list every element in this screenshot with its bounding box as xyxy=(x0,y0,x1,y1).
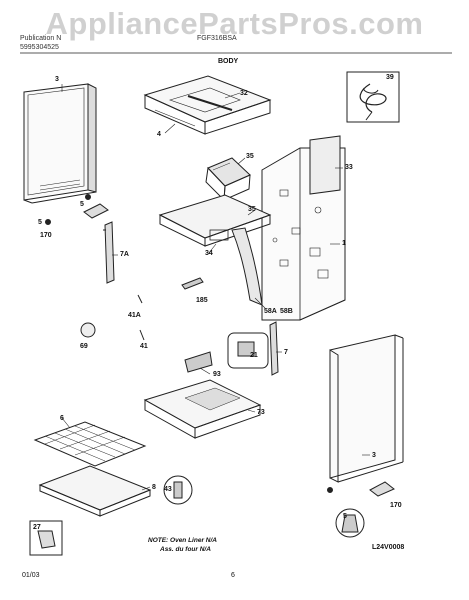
callout-5-upper: 5 xyxy=(80,201,84,208)
callout-58a: 58A xyxy=(264,308,277,315)
callout-185: 185 xyxy=(196,297,208,304)
callout-32: 32 xyxy=(240,90,248,97)
callout-170-top: 170 xyxy=(40,232,52,239)
part-41 xyxy=(137,294,145,341)
callout-6: 6 xyxy=(60,415,64,422)
callout-93: 93 xyxy=(213,371,221,378)
note-line-2: Ass. du four N/A xyxy=(160,546,211,553)
callout-39: 39 xyxy=(386,74,394,81)
part-21 xyxy=(227,332,269,369)
part-bracket-170-bottom xyxy=(327,481,395,538)
drawing-code: L24V0008 xyxy=(372,544,405,551)
part-cooktop-frame xyxy=(143,75,272,135)
callout-7: 7 xyxy=(284,349,288,356)
watermark: AppliancePartsPros.com xyxy=(45,6,424,41)
callout-41a: 41A xyxy=(128,312,141,319)
callout-43: 43 xyxy=(164,486,172,493)
part-bracket-170-top xyxy=(45,194,109,225)
callout-27: 27 xyxy=(33,524,41,531)
part-manifold-panel xyxy=(158,194,272,306)
part-bottom-73 xyxy=(143,379,262,439)
part-back-panel xyxy=(261,135,346,321)
part-69 xyxy=(80,322,96,338)
callout-35-upper: 35 xyxy=(246,153,254,160)
part-hinge-7 xyxy=(269,321,279,376)
part-oven-rack xyxy=(33,421,147,467)
callout-1: 1 xyxy=(342,240,346,247)
part-upper-box xyxy=(205,157,251,202)
callout-41: 41 xyxy=(140,343,148,350)
publication-number: 5995304525 xyxy=(20,44,59,51)
callout-3-side: 3 xyxy=(372,452,376,459)
part-door-top-left xyxy=(23,83,97,204)
part-hinge-7a xyxy=(103,221,115,284)
callout-69: 69 xyxy=(80,343,88,350)
callout-33: 33 xyxy=(345,164,353,171)
part-side-panel-right xyxy=(329,334,404,483)
callout-170-bottom: 170 xyxy=(390,502,402,509)
callout-58b: 58B xyxy=(280,308,293,315)
callout-34: 34 xyxy=(205,250,213,257)
callout-21: 21 xyxy=(250,352,258,359)
callout-73: 73 xyxy=(257,409,265,416)
section-title: BODY xyxy=(218,58,239,65)
leader-lines xyxy=(61,84,370,491)
part-27 xyxy=(29,520,63,556)
callout-3-door: 3 xyxy=(55,76,59,83)
part-broiler-8 xyxy=(38,465,152,517)
publication-label: Publication N xyxy=(20,35,62,42)
callout-5-bottom: 5 xyxy=(343,513,347,520)
part-93 xyxy=(184,351,213,373)
note-line-1: NOTE: Oven Liner N/A xyxy=(148,537,217,544)
callout-5-left: 5 xyxy=(38,219,42,226)
model-number: FGF316BSA xyxy=(197,35,237,42)
callout-35-lower: 35 xyxy=(248,206,256,213)
callout-7a: 7A xyxy=(120,251,129,258)
callout-8: 8 xyxy=(152,484,156,491)
page-number: 6 xyxy=(231,572,235,579)
part-185 xyxy=(181,277,204,290)
part-power-cord xyxy=(346,71,400,123)
callout-4: 4 xyxy=(157,131,161,138)
footer-date: 01/03 xyxy=(22,572,40,579)
part-43 xyxy=(163,475,193,505)
